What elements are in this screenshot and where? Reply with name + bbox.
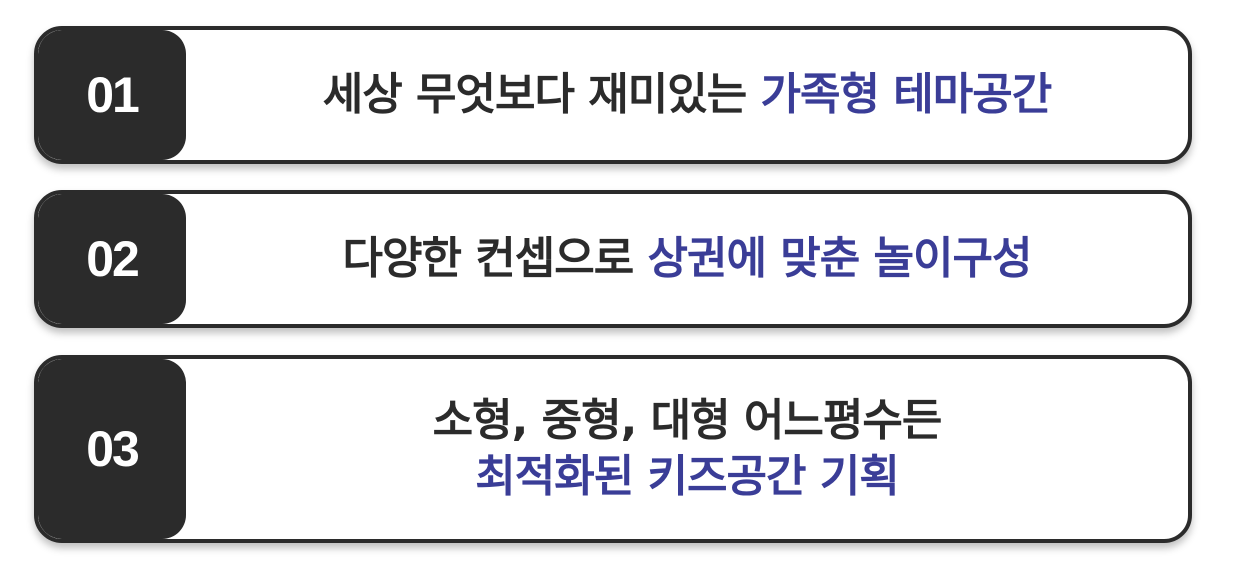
feature-card-02: 02 다양한 컨셉으로 상권에 맞춘 놀이구성 xyxy=(34,190,1192,328)
feature-text-plain: 다양한 컨셉으로 xyxy=(342,233,648,284)
feature-text: 세상 무엇보다 재미있는 가족형 테마공간 xyxy=(186,30,1188,160)
feature-number: 03 xyxy=(38,359,186,539)
feature-text-accent: 상권에 맞춘 놀이구성 xyxy=(647,233,1033,284)
feature-text: 소형, 중형, 대형 어느평수든 최적화된 키즈공간 기획 xyxy=(186,359,1188,539)
feature-line: 다양한 컨셉으로 상권에 맞춘 놀이구성 xyxy=(342,231,1033,287)
feature-card-03: 03 소형, 중형, 대형 어느평수든 최적화된 키즈공간 기획 xyxy=(34,355,1192,543)
feature-line-1: 소형, 중형, 대형 어느평수든 xyxy=(432,395,943,446)
feature-number: 02 xyxy=(38,194,186,324)
feature-card-01: 01 세상 무엇보다 재미있는 가족형 테마공간 xyxy=(34,26,1192,164)
feature-text-accent: 가족형 테마공간 xyxy=(760,69,1053,120)
feature-number: 01 xyxy=(38,30,186,160)
feature-text-plain: 세상 무엇보다 재미있는 xyxy=(322,69,761,120)
feature-line-2-accent: 최적화된 키즈공간 기획 xyxy=(475,451,899,502)
feature-line: 세상 무엇보다 재미있는 가족형 테마공간 xyxy=(322,67,1053,123)
feature-text: 다양한 컨셉으로 상권에 맞춘 놀이구성 xyxy=(186,194,1188,324)
